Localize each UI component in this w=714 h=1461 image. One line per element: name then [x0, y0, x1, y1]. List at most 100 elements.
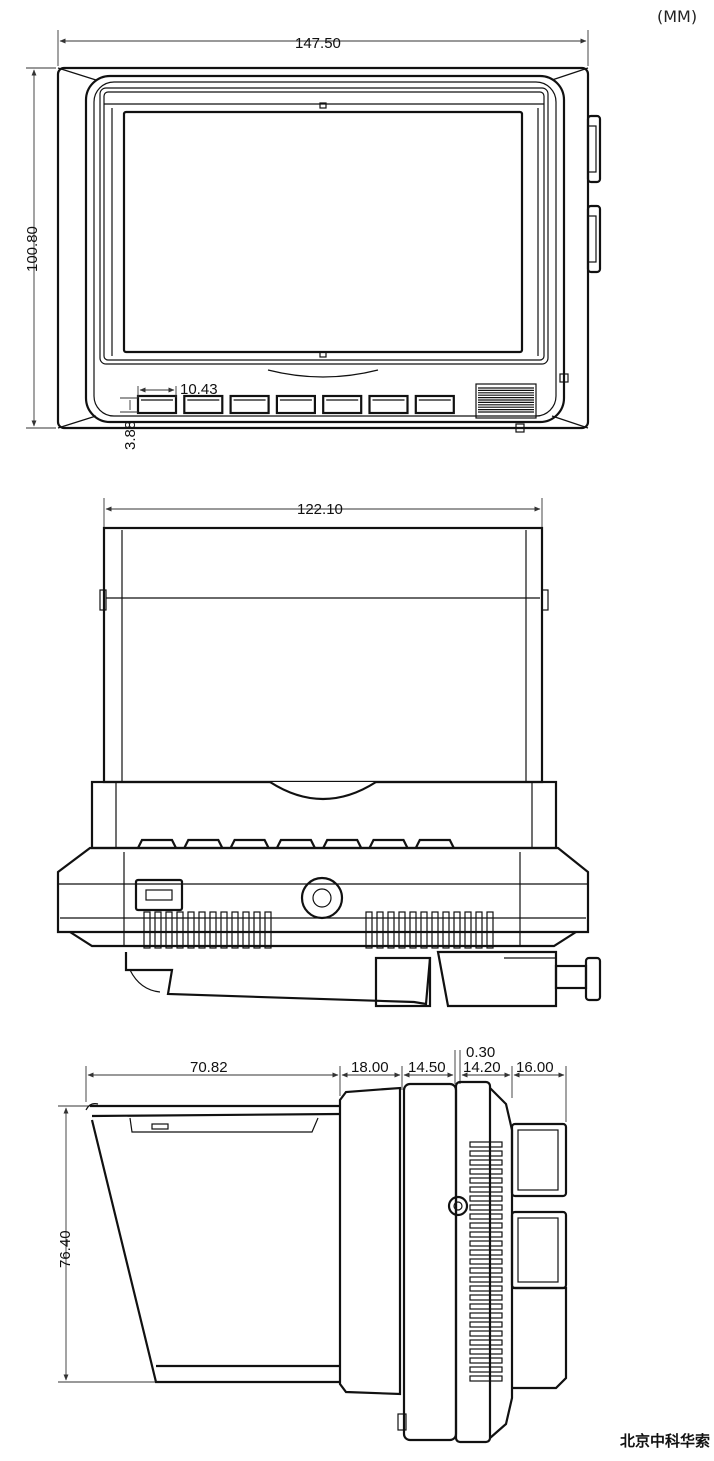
top-button [275, 838, 316, 849]
side-jack [447, 1195, 469, 1217]
vent-slot [398, 911, 406, 949]
front-button [136, 394, 178, 415]
top-button [414, 838, 455, 849]
top-vents-right [365, 911, 494, 949]
monitor-side-body [338, 1080, 568, 1444]
dim-18-label: 18.00 [351, 1059, 389, 1076]
dim-14-50-label: 14.50 [408, 1059, 446, 1076]
vent-slot [154, 911, 162, 949]
dim-14-20-label: 14.20 [463, 1059, 501, 1076]
hood-depth-label: 70.82 [190, 1059, 228, 1076]
sunhood-top [99, 526, 549, 784]
vent-slot [409, 911, 417, 949]
vent-slot [187, 911, 195, 949]
side-vent-slot [469, 1168, 503, 1175]
side-vent-slot [469, 1375, 503, 1382]
vent-slot [376, 911, 384, 949]
front-width-dimension: 147.50 [57, 30, 589, 66]
hood-height-dimension: 76.40 [57, 1105, 156, 1383]
usb-port [134, 878, 184, 912]
side-vent-slot [469, 1204, 503, 1211]
front-width-label: 147.50 [295, 35, 341, 52]
monitor-front-body [56, 66, 602, 433]
vent-slot [176, 911, 184, 949]
top-button [229, 838, 270, 849]
front-height-label: 100.80 [24, 226, 41, 272]
front-button [275, 394, 316, 415]
top-vents-left [143, 911, 272, 949]
watermark: 北京中科华索 [620, 1432, 710, 1450]
vent-slot [486, 911, 494, 949]
vent-slot [220, 911, 228, 949]
vent-slot [165, 911, 173, 949]
vent-slot [264, 911, 272, 949]
front-button [322, 394, 363, 415]
hood-width-label: 122.10 [297, 501, 343, 518]
side-vent-slot [469, 1195, 503, 1202]
vent-slot [475, 911, 483, 949]
top-button [137, 838, 177, 849]
button-width-dimension: 10.43 [137, 381, 218, 398]
side-vent-slot [469, 1258, 503, 1265]
vent-slot [209, 911, 217, 949]
side-vent-slot [469, 1159, 503, 1166]
side-horizontal-dimensions: 70.82 18.00 14.50 0.30 14.20 16.00 [85, 1044, 567, 1122]
vent-slot [253, 911, 261, 949]
front-button [368, 394, 409, 415]
monitor-top-body [56, 780, 590, 949]
vent-slot [198, 911, 206, 949]
side-vent-slot [469, 1303, 503, 1310]
top-view: 122.10 [56, 498, 602, 1008]
vent-slot [231, 911, 239, 949]
speaker-grille [478, 387, 534, 413]
side-vent-slot [469, 1321, 503, 1328]
front-button [414, 394, 455, 415]
top-button [183, 838, 224, 849]
bracket-top [124, 950, 602, 1008]
button-width-label: 10.43 [180, 381, 218, 398]
side-vent-slot [469, 1285, 503, 1292]
vent-slot [387, 911, 395, 949]
vent-slot [420, 911, 428, 949]
vent-slot [143, 911, 151, 949]
sunhood-side [85, 1103, 341, 1384]
top-button-row [137, 838, 455, 849]
dim-16-label: 16.00 [516, 1059, 554, 1076]
side-vent-slot [469, 1267, 503, 1274]
unit-label: (MM) [657, 7, 697, 26]
side-vent-slot [469, 1213, 503, 1220]
vent-slot [453, 911, 461, 949]
button-height-dimension: 3.88 [120, 397, 139, 450]
front-button-row [136, 394, 455, 415]
side-vents [469, 1141, 503, 1382]
side-vent-slot [469, 1357, 503, 1364]
hood-height-label: 76.40 [57, 1230, 74, 1268]
side-knob-upper [510, 1122, 568, 1198]
vent-slot [365, 911, 373, 949]
side-vent-slot [469, 1330, 503, 1337]
hood-width-dimension: 122.10 [103, 498, 543, 528]
side-vent-slot [469, 1186, 503, 1193]
vent-slot [242, 911, 250, 949]
side-vent-slot [469, 1339, 503, 1346]
top-button [322, 838, 363, 849]
top-button [368, 838, 409, 849]
vent-slot [464, 911, 472, 949]
audio-jack [300, 876, 344, 920]
side-vent-slot [469, 1150, 503, 1157]
side-vent-slot [469, 1312, 503, 1319]
side-vent-slot [469, 1177, 503, 1184]
front-button [183, 394, 224, 415]
side-vent-slot [469, 1276, 503, 1283]
vent-slot [431, 911, 439, 949]
side-vent-slot [469, 1294, 503, 1301]
vent-slot [442, 911, 450, 949]
button-height-label: 3.88 [122, 421, 139, 450]
side-vent-slot [469, 1240, 503, 1247]
side-vent-slot [469, 1348, 503, 1355]
side-vent-slot [469, 1141, 503, 1148]
screen [122, 110, 524, 354]
side-view: 70.82 18.00 14.50 0.30 14.20 16.00 76.40 [57, 1044, 568, 1444]
front-view: 147.50 100.80 [24, 30, 602, 450]
